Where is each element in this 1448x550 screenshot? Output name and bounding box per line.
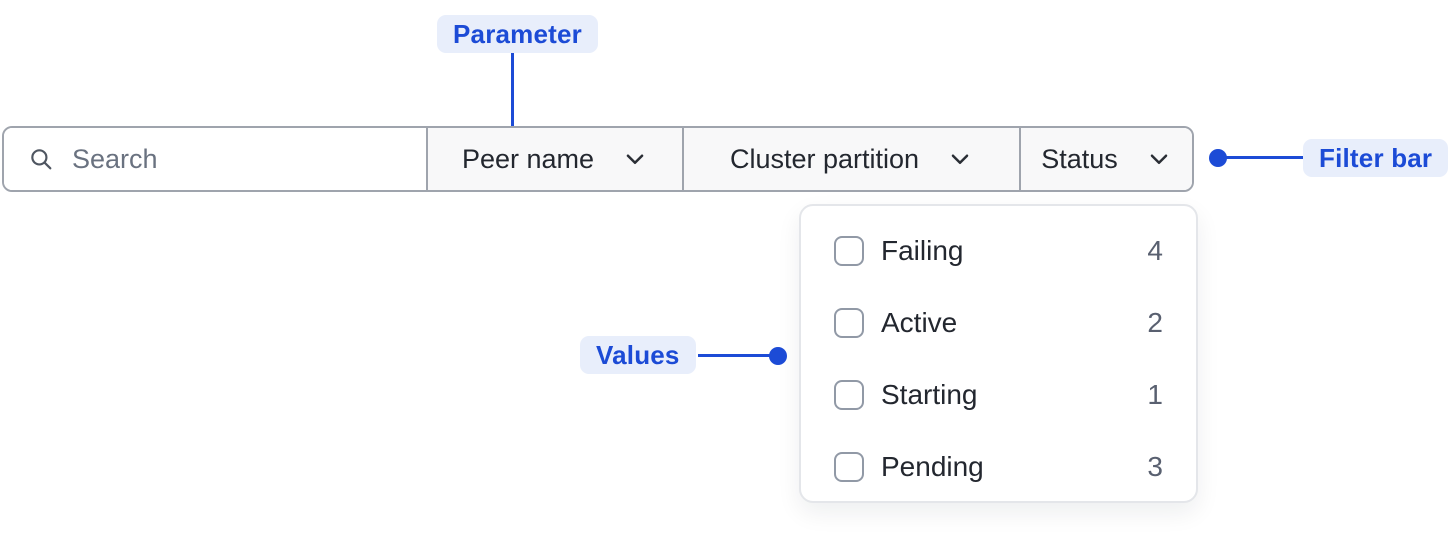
dropdown-label: Status	[1041, 143, 1118, 174]
filter-dropdown-peer-name[interactable]: Peer name	[426, 128, 682, 190]
chevron-down-icon	[947, 146, 973, 172]
status-option-label: Failing	[881, 235, 964, 266]
filter-bar: Peer name Cluster partition Status	[2, 126, 1194, 192]
filter-dropdown-status[interactable]: Status	[1019, 128, 1192, 190]
chevron-down-icon	[622, 146, 648, 172]
status-option-label: Active	[881, 307, 958, 338]
status-option-label: Pending	[881, 451, 984, 482]
search-icon	[28, 146, 54, 172]
filter-dropdown-cluster-partition[interactable]: Cluster partition	[682, 128, 1019, 190]
status-option-count: 3	[1147, 451, 1163, 482]
status-dropdown-panel: Failing 4 Active 2 Starting 1 Pending 3	[799, 204, 1198, 503]
status-option-count: 4	[1147, 235, 1163, 266]
parameter-connector-line	[511, 53, 514, 139]
status-option-active[interactable]: Active 2	[801, 287, 1196, 359]
dropdown-label: Cluster partition	[729, 143, 920, 174]
filter-bar-annotation-badge: Filter bar	[1303, 139, 1448, 177]
values-connector-dot	[769, 347, 787, 365]
values-annotation-badge: Values	[580, 336, 696, 374]
filter-bar-connector-line	[1224, 156, 1303, 159]
status-option-checkbox[interactable]	[834, 380, 864, 410]
status-option-checkbox[interactable]	[834, 308, 864, 338]
status-option-checkbox[interactable]	[834, 452, 864, 482]
status-option-count: 2	[1147, 307, 1163, 338]
status-option-failing[interactable]: Failing 4	[801, 215, 1196, 287]
chevron-down-icon	[1146, 146, 1172, 172]
values-connector-line	[698, 354, 770, 357]
search-input[interactable]	[72, 143, 426, 175]
dropdown-label: Peer name	[461, 143, 595, 174]
parameter-annotation-badge: Parameter	[437, 15, 598, 53]
status-option-checkbox[interactable]	[834, 236, 864, 266]
status-option-pending[interactable]: Pending 3	[801, 431, 1196, 503]
filter-bar-connector-dot	[1209, 149, 1227, 167]
status-option-starting[interactable]: Starting 1	[801, 359, 1196, 431]
status-option-count: 1	[1147, 379, 1163, 410]
search-section	[4, 128, 426, 190]
status-option-label: Starting	[881, 379, 978, 410]
